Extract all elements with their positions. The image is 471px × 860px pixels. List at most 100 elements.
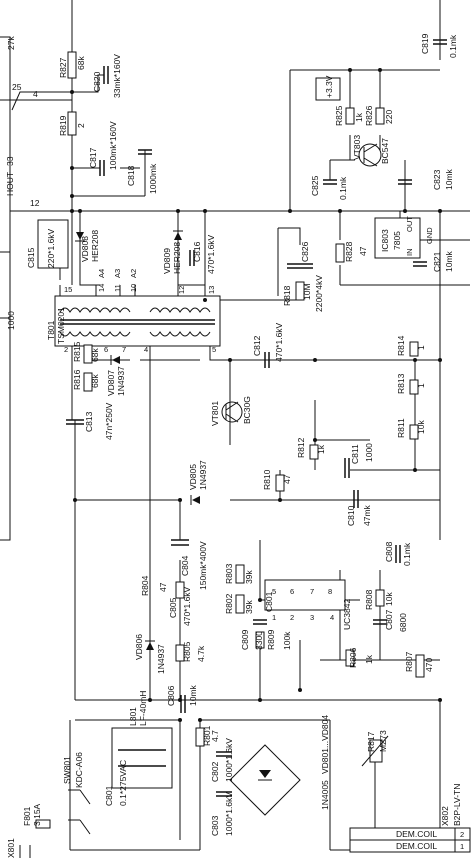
label-c808: C808 [384,541,394,562]
label-r816: R816 [72,369,82,390]
label-c812-val: 470*1.6kV [274,322,284,362]
label-c826-val: 2200*4kV [314,275,324,312]
label-t12: 12 [177,286,186,294]
label-c815-val: 220*1.6kV [46,228,56,268]
label-t10: 10 [129,284,138,292]
label-vd806-val: 1N4937 [156,644,166,674]
label-ic-in: IN [405,249,414,257]
label-hout: HOUT [5,172,15,196]
label-vd801: VD801...VD804 [320,715,330,774]
label-ic803-val: 7805 [392,231,402,250]
label-c804-val: 150mk*400V [198,541,208,590]
label-c811-val: 1000 [364,443,374,462]
label-u3: 3 [310,613,314,622]
label-ta3: A3 [113,269,122,278]
label-c820-val: 33mk*160V [112,54,122,98]
label-c807-val: 6800 [398,613,408,632]
label-r809: R809 [266,629,276,650]
label-c810-val: 47mk [362,504,372,526]
component-labels: 27k HOUT 33 1000 4 25 12 R827 68k C820 3… [5,33,464,858]
label-r816-val: 68k [90,374,100,388]
label-vt803-val: BC547 [380,138,390,164]
label-r804: R804 [140,575,150,596]
label-c813-val: 47n*250V [104,402,114,440]
label-r814-val: 1 [416,345,426,350]
label-u7: 7 [310,587,314,596]
label-r809-val: 100k [282,631,292,650]
label-u4: 4 [330,613,334,622]
label-c821: C821 [432,251,442,272]
label-f801-val: 3.15A [32,803,42,826]
label-r826: R826 [364,105,374,126]
label-r828-val: 47 [358,246,368,256]
label-vd809: VD809 [162,248,172,274]
label-c819: C819 [420,33,430,54]
label-sw801-val: KDC-A06 [74,752,84,788]
label-r814: R814 [396,335,406,356]
label-r801-val: 4.7 [210,730,220,742]
label-vd801-val: 1N4005 [320,780,330,810]
label-r813-val: 1 [416,383,426,388]
label-c818-val: 1000mk [148,163,158,194]
label-r807-val: 470 [424,658,434,672]
label-c818: C818 [126,165,136,186]
label-r827-val: 68k [76,56,86,70]
label-c801-val: 0.1*275VAC [118,760,128,806]
label-c823-val: 10mk [444,168,454,190]
label-f801: F801 [22,806,32,826]
label-c806: C806 [166,685,176,706]
label-u8: 8 [328,587,332,596]
label-c801b: C801 [264,591,274,612]
label-c816-val: 470*1.6kV [206,234,216,274]
label-t7: 7 [122,345,126,354]
label-ta2: A2 [129,269,138,278]
label-vd805-val: 1N4937 [198,460,208,490]
transformer-t801 [54,295,221,347]
label-r819: R819 [58,115,68,136]
label-u6: 6 [290,587,294,596]
label-r806: R806 [348,647,358,668]
label-r812: R812 [296,437,306,458]
label-r815: R815 [72,341,82,362]
label-c821-val: 10mk [444,250,454,272]
label-c809-val: 3300 [254,631,264,650]
label-t15: 15 [64,285,72,294]
label-r825: R825 [334,105,344,126]
label-c803: C803 [210,815,220,836]
label-c806-val: 10mk [188,684,198,706]
label-r818-val: 10M [302,283,312,300]
label-r805: R805 [182,641,192,662]
label-r825-val: 1k [354,112,364,122]
label-t2: 2 [64,345,68,354]
label-c823: C823 [432,169,442,190]
label-t14: 14 [97,284,106,292]
label-t801-val: TSM0201 [56,307,66,344]
label-c817: C817 [88,147,98,168]
label-dem-coil-1: DEM.COIL [396,829,437,839]
label-vt801-val: BC30G [242,396,252,424]
label-c826: C826 [300,241,310,262]
label-r806-val: 1k [364,654,374,664]
label-r827: R827 [58,57,68,78]
label-pin-1: 1 [460,842,464,851]
label-r803-val: 39k [244,570,254,584]
label-sw801: SW801 [62,756,72,784]
label-l801-val: LF-40mH [138,691,148,726]
label-c805-val: 470*1.6kV [182,586,192,626]
label-vd808: VD808 [80,236,90,262]
label-c819-val: 0.1mk [448,34,458,58]
label-x801: X801 [6,838,16,858]
label-r811-val: 10k [416,420,426,434]
label-x802: X802 [440,806,450,826]
label-vt801: VT801 [210,401,220,426]
label-r804-val: 47 [158,582,168,592]
label-c802: C802 [210,761,220,782]
label-t5: 5 [212,345,216,354]
label-u5: 5 [272,587,276,596]
label-r803: R803 [224,563,234,584]
label-r802-val: 39k [244,600,254,614]
junctions [70,68,442,722]
label-r807: R807 [404,651,414,672]
label-r801: R801 [202,725,212,746]
